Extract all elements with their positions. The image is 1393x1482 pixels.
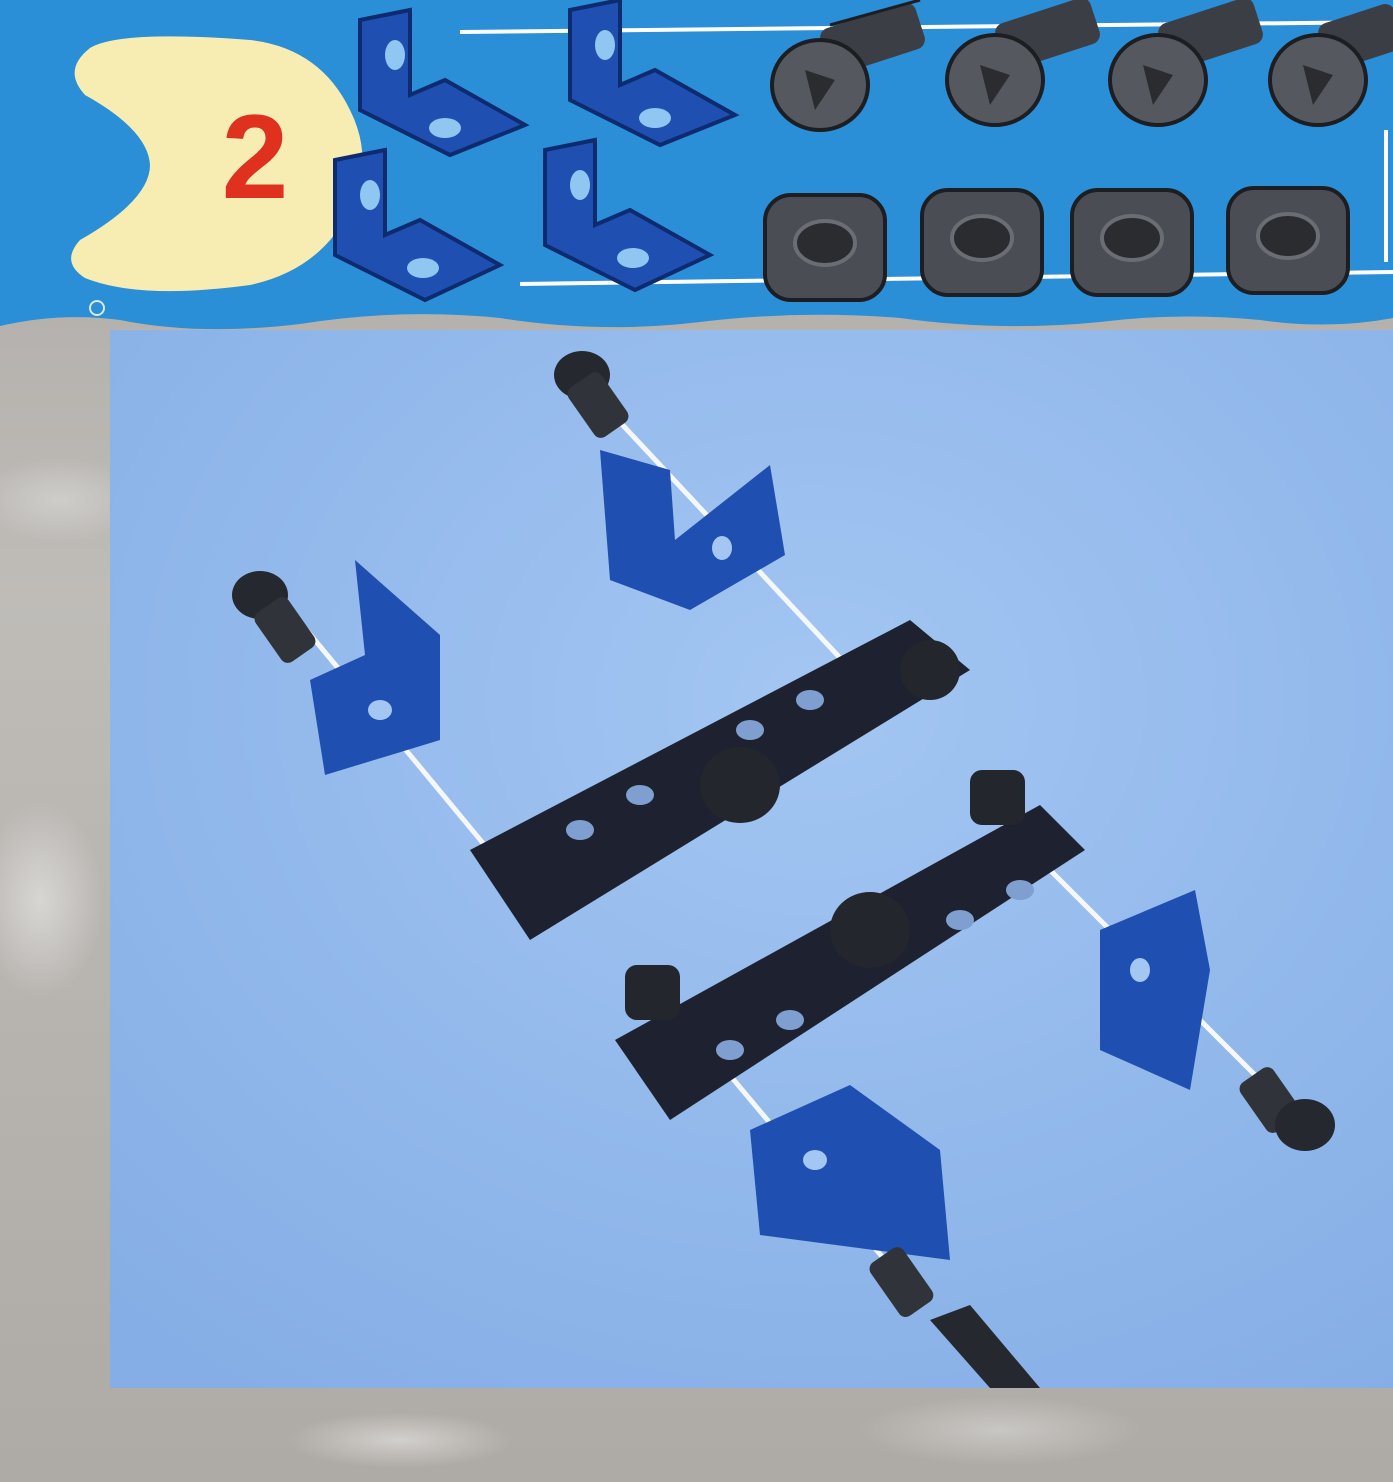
step-number: 2: [222, 90, 289, 224]
square-nut-icon: [1072, 190, 1192, 295]
square-nut-icon: [765, 195, 885, 300]
parts-header: 2: [0, 0, 1393, 340]
square-nut-icon: [1228, 188, 1348, 293]
assembly-photo: [110, 330, 1393, 1388]
square-nut-icon: [922, 190, 1042, 295]
